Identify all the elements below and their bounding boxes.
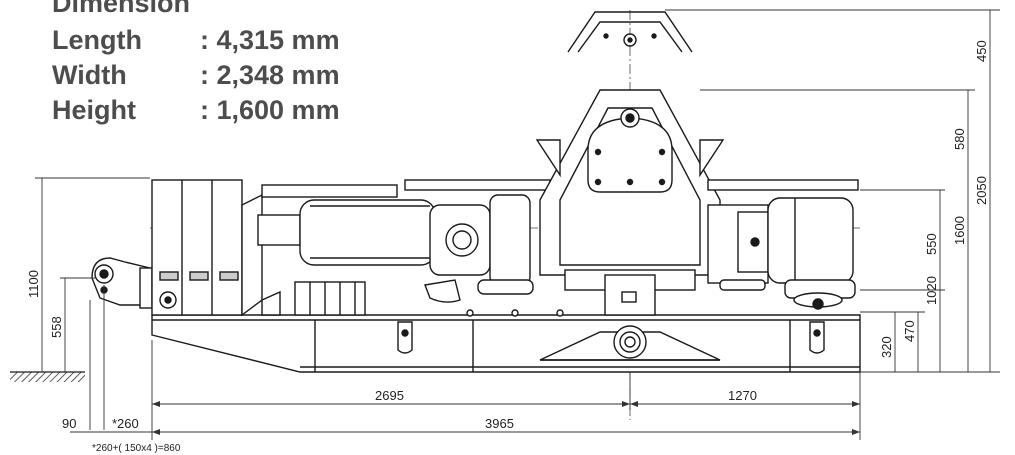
dim-450: 450 <box>974 40 989 62</box>
dim-1600: 1600 <box>952 216 967 245</box>
upper-motion-platform <box>567 11 693 53</box>
dim-1020: 1020 <box>924 276 939 305</box>
base-frame <box>151 309 861 373</box>
dim-note-860: *260+( 150x4 )=860 <box>92 443 181 454</box>
dim-1100: 1100 <box>26 270 41 298</box>
spec-label-height: Height <box>52 95 136 125</box>
dim-320: 320 <box>879 336 894 358</box>
dimension-arrows <box>152 401 860 435</box>
spec-value-width: : 2,348 mm <box>200 60 340 90</box>
hydraulic-cylinder <box>257 199 491 303</box>
spec-value-length: : 4,315 mm <box>200 25 340 55</box>
dim-2695: 2695 <box>375 388 404 403</box>
dimension-lines <box>35 9 1000 440</box>
left-support <box>241 184 398 317</box>
dim-580: 580 <box>952 128 967 150</box>
ground-hatch <box>10 372 85 382</box>
dim-470: 470 <box>902 320 917 342</box>
rear-support-pad <box>404 179 551 295</box>
dim-2050: 2050 <box>974 176 989 205</box>
battery-packs <box>151 179 252 316</box>
spec-heading: Dimension <box>52 0 191 18</box>
machine-body <box>91 11 861 373</box>
dim-90: 90 <box>62 416 76 431</box>
dim-1270: 1270 <box>728 388 757 403</box>
right-platform <box>707 179 859 310</box>
dim-3965: 3965 <box>485 416 514 431</box>
spec-label-width: Width <box>52 60 127 90</box>
dim-550: 550 <box>924 233 939 255</box>
dim-558: 558 <box>49 316 64 338</box>
tow-hitch <box>91 257 153 309</box>
main-frame <box>535 89 725 316</box>
spec-label-length: Length <box>52 25 142 55</box>
spec-value-height: : 1,600 mm <box>200 95 340 125</box>
dim-260: *260 <box>112 416 139 431</box>
